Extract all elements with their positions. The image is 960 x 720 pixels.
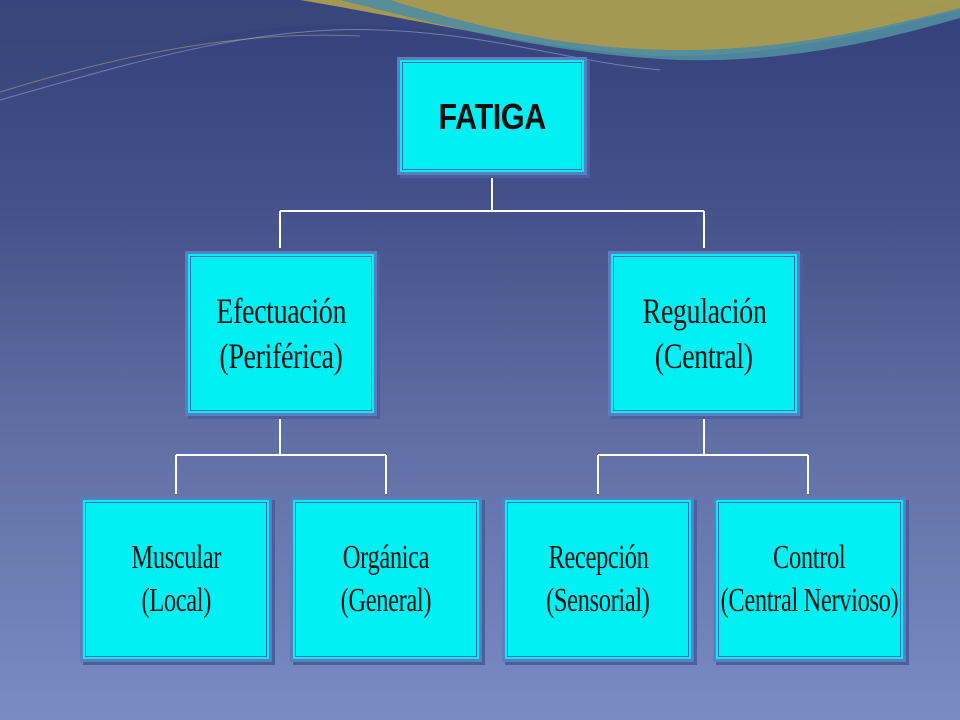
node-recepcion-subtitle: (Sensorial): [546, 581, 650, 619]
node-organica: Orgánica (General): [290, 497, 482, 662]
node-control: Control (Central Nervioso): [713, 497, 906, 662]
node-control-subtitle: (Central Nervioso): [720, 581, 899, 619]
node-regulacion-subtitle: (Central): [655, 335, 753, 376]
node-muscular: Muscular (Local): [80, 497, 272, 662]
node-efectuacion: Efectuación (Periférica): [185, 251, 377, 416]
node-organica-title: Orgánica: [342, 539, 430, 576]
decorative-wave: [0, 0, 960, 101]
node-recepcion: Recepción (Sensorial): [502, 497, 694, 662]
node-regulacion-title: Regulación: [642, 290, 766, 331]
node-regulacion: Regulación (Central): [608, 251, 800, 416]
root-node-fatiga: FATIGA: [397, 57, 587, 175]
node-efectuacion-title: Efectuación: [216, 290, 346, 331]
root-label: FATIGA: [438, 95, 546, 137]
node-muscular-subtitle: (Local): [141, 581, 211, 619]
node-organica-subtitle: (General): [340, 581, 432, 619]
node-control-title: Control: [773, 539, 846, 576]
node-efectuacion-subtitle: (Periférica): [219, 335, 343, 376]
node-muscular-title: Muscular: [131, 539, 221, 576]
node-recepcion-title: Recepción: [547, 539, 649, 576]
